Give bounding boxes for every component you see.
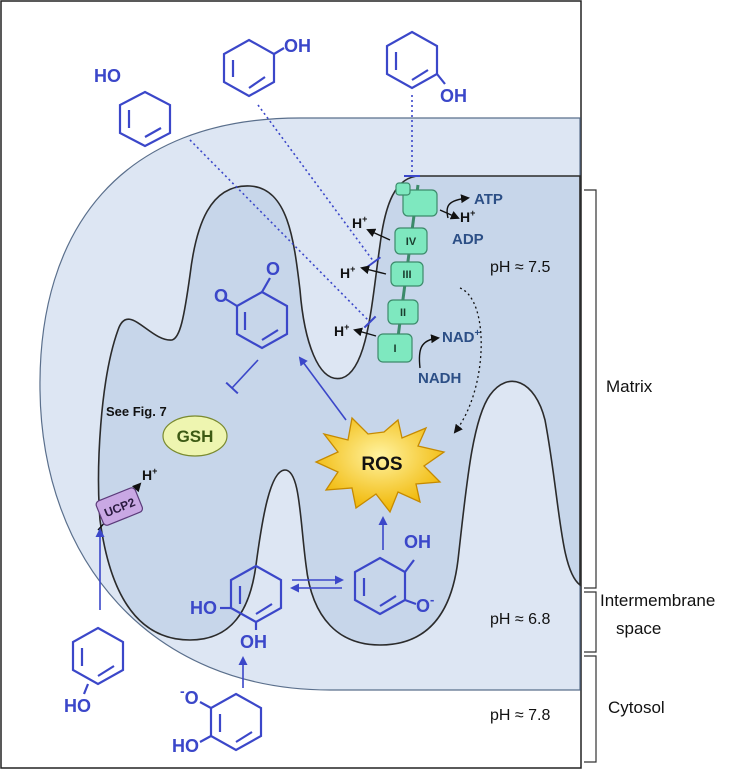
hydroxyl-label: HO	[94, 66, 121, 86]
catecholate-molecule: OH O-	[353, 532, 434, 616]
ros-to-quinone-arrow	[298, 356, 347, 421]
hydroxyl-label: HO	[172, 736, 199, 756]
matrix-label: Matrix	[606, 377, 653, 396]
complex-iv-label: IV	[406, 236, 417, 248]
intermembrane-label: Intermembrane	[600, 591, 715, 610]
cytosol-label: Cytosol	[608, 698, 665, 717]
oxygen-label: O	[266, 259, 280, 279]
ucp2-transporter: UCP2	[95, 487, 144, 526]
gsh-inhibition-line	[225, 359, 259, 395]
hydroxyl-label: HO	[190, 598, 217, 618]
hydroxyl-label: HO	[64, 696, 91, 716]
hydroxyl-label: OH	[284, 36, 311, 56]
proton-label: H+	[334, 322, 349, 339]
complex-ii: II	[387, 299, 419, 325]
proton-label: H+	[142, 466, 157, 483]
proton-label: H+	[460, 208, 475, 225]
proton-arrow	[366, 228, 391, 241]
oxygen-label: O	[214, 286, 228, 306]
complex-iii: III	[390, 261, 424, 287]
phenol-molecule: HO	[94, 66, 172, 148]
phenol-molecule: OH	[385, 30, 467, 106]
complex-iv: IV	[394, 227, 428, 255]
ph-matrix: pH ≈ 7.5	[490, 259, 550, 276]
intermembrane-label-2: space	[616, 619, 661, 638]
gsh-label: GSH	[177, 427, 214, 446]
quinone-molecule: O O	[214, 259, 289, 350]
complex-i: I	[377, 333, 413, 363]
nadh-arrow	[418, 334, 440, 369]
complex-i-label: I	[393, 343, 396, 355]
ros-label: ROS	[361, 454, 402, 475]
hydroxyl-label: OH	[404, 532, 431, 552]
oxide-label: -O	[180, 683, 199, 708]
ros-burst: ROS	[314, 416, 446, 514]
complex-ii-label: II	[400, 307, 406, 319]
proton-arrow	[360, 265, 387, 275]
compartment-bracket	[584, 189, 597, 763]
phenol-molecule: OH	[222, 36, 311, 98]
hydroxyl-label: OH	[240, 632, 267, 652]
adp-label: ADP	[452, 231, 484, 248]
atp-label: ATP	[474, 191, 503, 208]
ph-cytosol: pH ≈ 7.8	[490, 707, 550, 724]
oxide-label: O-	[416, 592, 434, 616]
catecholate-molecule: -O HO	[172, 683, 263, 756]
atp-proton-arrow	[439, 209, 460, 220]
see-figure-note: See Fig. 7	[106, 404, 167, 419]
atp-arrow	[446, 194, 470, 219]
proton-label: H+	[340, 264, 355, 281]
ph-intermembrane: pH ≈ 6.8	[490, 611, 550, 628]
proton-label: H+	[352, 214, 367, 231]
proton-arrow	[353, 327, 377, 337]
phenol-molecule: HO	[64, 626, 125, 716]
hydroxyl-label: OH	[440, 86, 467, 106]
figure-frame	[0, 0, 582, 769]
atp-synthase	[395, 182, 438, 217]
ros-production-arrow	[453, 287, 482, 434]
gsh-badge: GSH	[162, 415, 228, 457]
nadh-label: NADH	[418, 370, 461, 387]
nad-label: NAD+	[442, 328, 481, 346]
catechol-molecule: HO OH	[190, 564, 283, 652]
complex-iii-label: III	[402, 269, 411, 281]
